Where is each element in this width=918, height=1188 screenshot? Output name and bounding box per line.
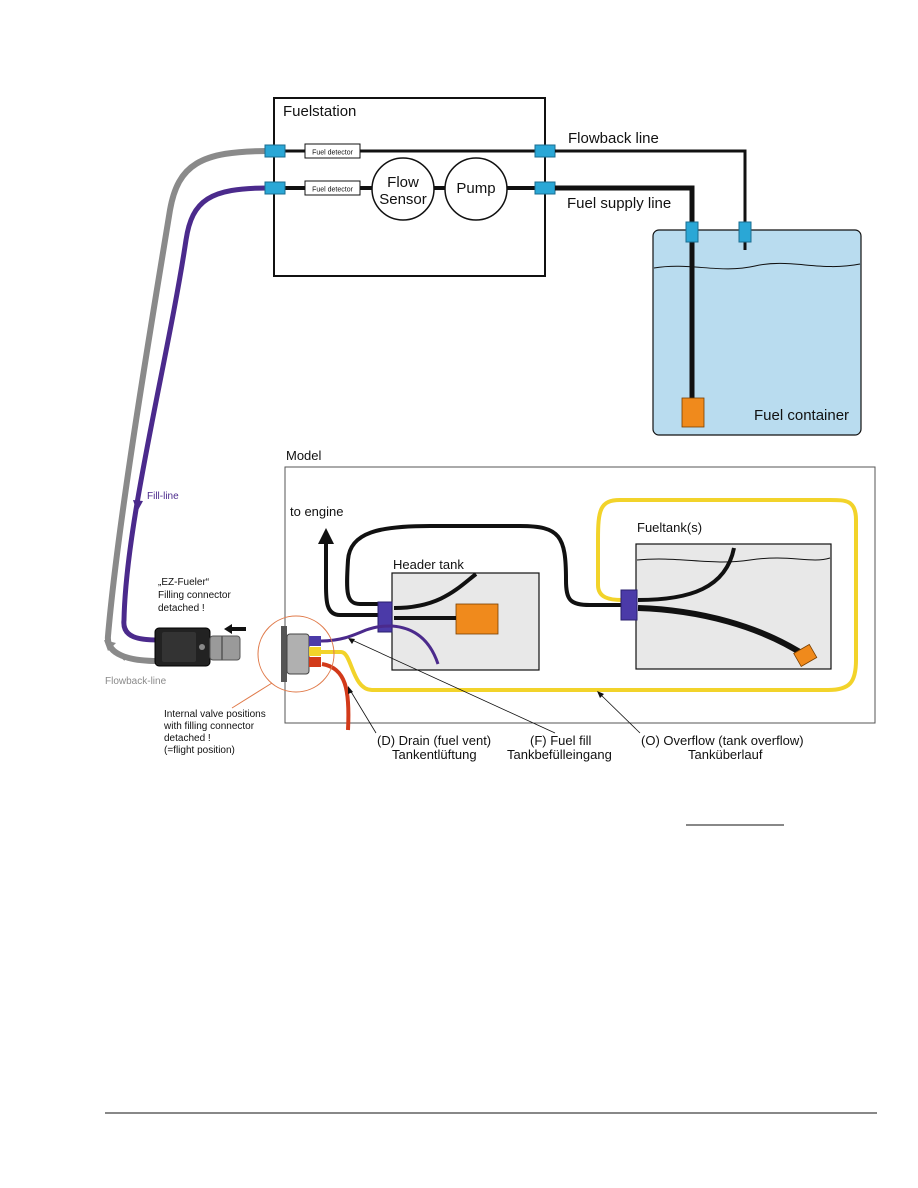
drain-callout-leader: [349, 689, 377, 734]
flowback-arrow-icon: [104, 640, 116, 651]
model-fill-line: [320, 624, 393, 643]
drain-callout-arrowhead: [348, 686, 353, 694]
fuel-tank-clunk-tube: [637, 605, 808, 659]
fuel-container: [652, 229, 862, 436]
valve-flange: [281, 626, 287, 682]
header-tank-pickup: [455, 603, 499, 635]
connector-left-fill: [264, 181, 286, 195]
tank-interconnect-line: [345, 524, 624, 607]
ez-fueler-label-2: Filling connector: [158, 590, 231, 601]
connector-left-flowback: [264, 144, 286, 158]
ez-fueler-label-3: detached !: [158, 603, 205, 614]
valve-note-4: (=flight position): [164, 745, 235, 756]
valve-detail-circle: [257, 615, 335, 693]
valve-note-2: with filling connector: [163, 721, 255, 732]
ez-fueler-label-1: „EZ-Fueler“: [158, 577, 209, 588]
ez-fueler-nozzle: [209, 635, 241, 661]
container-connector-flowback: [738, 221, 752, 243]
flowback-line-label: Flowback line: [568, 130, 659, 147]
fill-callout-arrowhead: [348, 638, 355, 644]
valve-port-overflow: [309, 647, 321, 656]
fill-hose: [121, 185, 269, 643]
fuel-tank-vent-tube: [637, 547, 736, 602]
fueltanks-label: Fueltank(s): [637, 520, 702, 535]
fuel-tank-fitting: [620, 589, 638, 621]
to-engine-label: to engine: [290, 504, 344, 519]
header-tank-vent-tube: [393, 572, 478, 610]
container-pickup: [681, 397, 705, 428]
flow-sensor: [371, 157, 435, 221]
fill-line-label: Fill-line: [147, 491, 179, 502]
fuel-tank-level: [636, 557, 831, 563]
fill-callout-2: Tankbefülleingang: [507, 747, 612, 762]
overflow-callout-2: Tanküberlauf: [688, 747, 763, 762]
fill-line-arrow-icon: [133, 500, 143, 512]
to-engine-arrow: [318, 528, 334, 544]
fill-callout-leader: [351, 639, 556, 734]
fuel-detector-1: [304, 143, 361, 159]
valve-port-drain: [309, 657, 321, 667]
container-connector-supply: [685, 221, 699, 243]
detach-arrow-icon: [224, 624, 246, 634]
flowback-line: [555, 149, 747, 248]
header-fill-tube: [391, 624, 440, 665]
fuel-detector-1-label: Fuel detector: [312, 150, 354, 157]
drain-callout-2: Tankentlüftung: [392, 747, 477, 762]
fuel-container-label: Fuel container: [754, 407, 849, 424]
fuel-tank-clunk: [793, 643, 818, 667]
pump-label: Pump: [456, 180, 495, 197]
overflow-line: [321, 498, 858, 692]
flowback-line-bottom-label: Flowback-line: [105, 676, 167, 687]
fuel-supply-line-label: Fuel supply line: [567, 195, 671, 212]
fill-callout-1: (F) Fuel fill: [530, 733, 592, 748]
model-box: [284, 466, 876, 724]
valve-note-3: detached !: [164, 733, 211, 744]
drain-line: [321, 662, 351, 731]
fuel-detector-2: [304, 180, 361, 196]
valve-port-fill: [309, 636, 321, 646]
header-tank-label: Header tank: [393, 557, 464, 572]
ez-fueler-screw: [199, 644, 205, 650]
fuel-level-line: [653, 262, 861, 270]
engine-feed-line: [324, 540, 386, 617]
valve-note-1: Internal valve positions: [164, 709, 266, 720]
pump: [444, 157, 508, 221]
overflow-callout-arrowhead: [597, 691, 604, 698]
model-title: Model: [286, 448, 322, 463]
fill-line-arrow-shaft: [137, 479, 142, 503]
valve-body: [286, 633, 310, 675]
connector-right-supply: [534, 181, 556, 195]
flow-sensor-label-1: Flow: [387, 174, 419, 191]
connector-right-flowback: [534, 144, 556, 158]
fuelstation-title: Fuelstation: [283, 103, 356, 120]
valve-note-leader: [231, 682, 273, 709]
flow-sensor-label-2: Sensor: [379, 191, 427, 208]
flowback-arrow-shaft: [109, 645, 126, 661]
fuel-detector-2-label: Fuel detector: [312, 187, 354, 194]
ez-fueler-face: [162, 632, 196, 662]
overflow-callout-1: (O) Overflow (tank overflow): [641, 733, 804, 748]
overflow-callout-leader: [599, 693, 641, 734]
drain-callout-1: (D) Drain (fuel vent): [377, 733, 491, 748]
header-tank-fitting: [377, 601, 393, 633]
